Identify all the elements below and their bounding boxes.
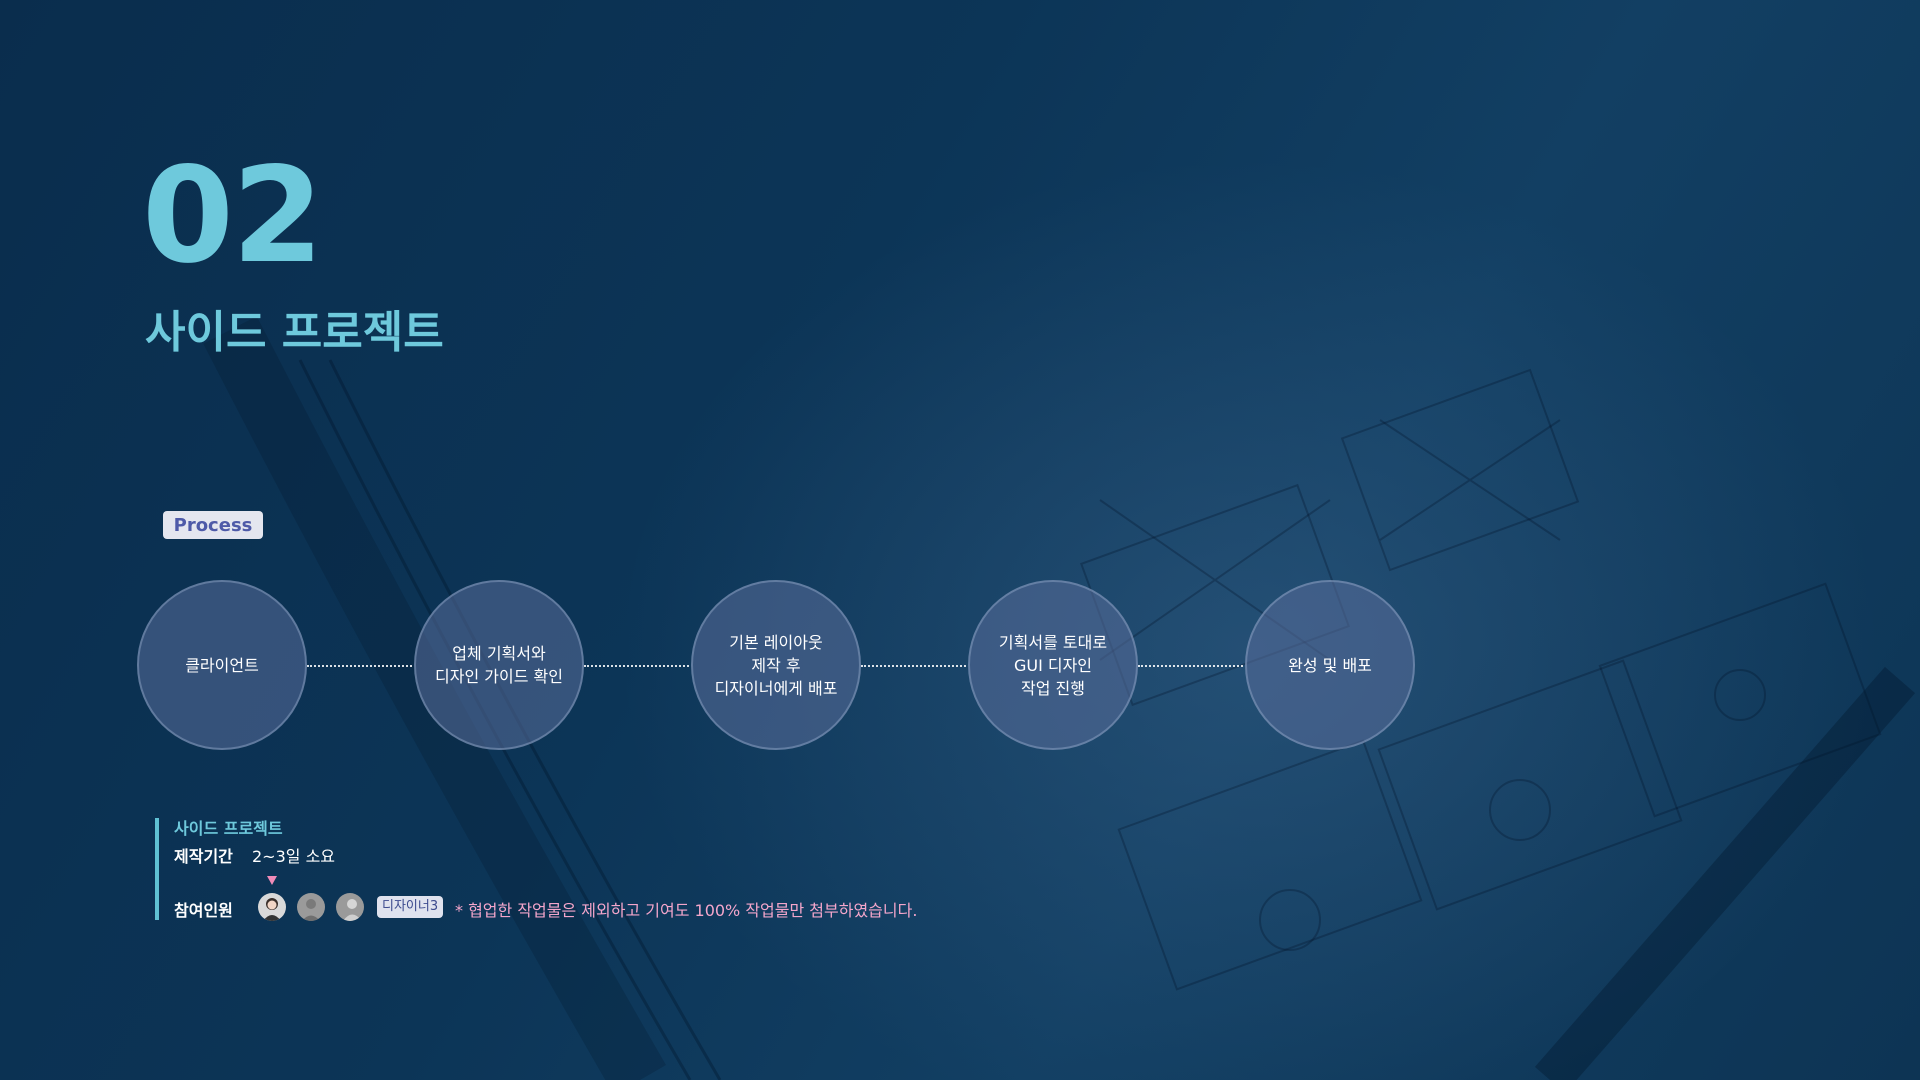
section-number: 02 — [142, 139, 324, 293]
section-title: 사이드 프로젝트 — [145, 307, 444, 358]
person-icon — [343, 899, 362, 921]
self-pointer-icon — [267, 876, 277, 885]
process-connector — [1138, 665, 1243, 667]
person-female-icon — [263, 898, 281, 921]
process-badge: Process — [163, 511, 263, 539]
avatar — [297, 893, 325, 921]
process-step-release: 완성 및 배포 — [1245, 580, 1415, 750]
process-connector — [307, 665, 412, 667]
period-value: 2~3일 소요 — [252, 847, 336, 866]
designer-count-badge: 디자이너3 — [377, 896, 444, 918]
process-step-review-guide: 업체 기획서와 디자인 가이드 확인 — [414, 580, 584, 750]
process-step-layout: 기본 레이아웃 제작 후 디자이너에게 배포 — [691, 580, 861, 750]
process-step-client: 클라이언트 — [137, 580, 307, 750]
info-title: 사이드 프로젝트 — [174, 819, 283, 838]
info-accent-bar — [155, 818, 159, 920]
process-connector — [861, 665, 966, 667]
avatar — [258, 893, 286, 921]
person-icon — [302, 899, 320, 921]
process-connector — [584, 665, 689, 667]
avatar — [336, 893, 364, 921]
process-step-gui-design: 기획서를 토대로 GUI 디자인 작업 진행 — [968, 580, 1138, 750]
period-label: 제작기간 — [174, 847, 233, 866]
contribution-note: * 협업한 작업물은 제외하고 기여도 100% 작업물만 첨부하였습니다. — [455, 901, 918, 920]
members-label: 참여인원 — [174, 901, 233, 920]
